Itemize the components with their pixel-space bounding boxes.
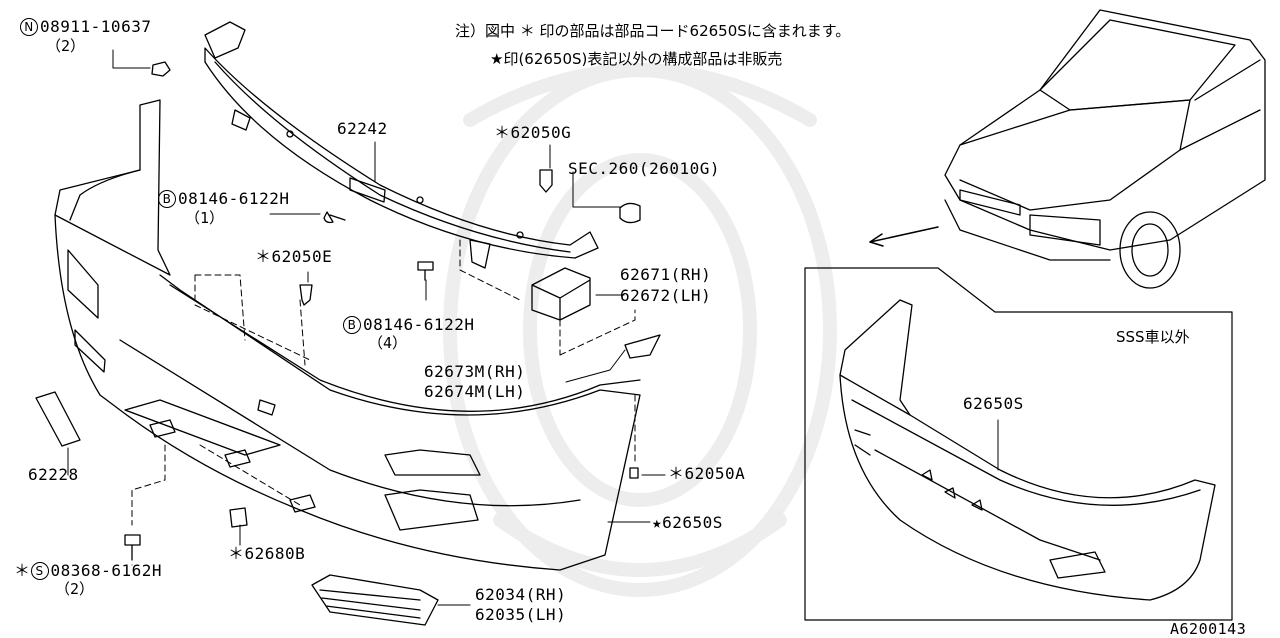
- part-label-62680b[interactable]: ＊62680B: [228, 544, 306, 563]
- grille-62034-62035: [311, 574, 439, 626]
- clip-icon: [299, 284, 313, 306]
- part-label-62050e[interactable]: ＊62050E: [255, 247, 333, 266]
- badge-b: B: [158, 190, 176, 208]
- note-line-2: ★印(62650S)表記以外の構成部品は非販売: [490, 50, 783, 68]
- bracket-icon: [624, 334, 661, 359]
- inset-frame: [804, 267, 1233, 621]
- bumper-reinforcement-62242: [204, 21, 599, 269]
- fog-cover-62228: [35, 391, 81, 447]
- part-number: 08146-6122H: [363, 315, 475, 334]
- part-label-62035[interactable]: 62035(LH): [475, 605, 567, 624]
- grommet-icon: [619, 202, 641, 224]
- part-label-62650s[interactable]: ★62650S: [652, 513, 723, 532]
- badge-s: S: [30, 562, 49, 580]
- inset-part-label[interactable]: 62650S: [963, 394, 1024, 413]
- part-label-62034[interactable]: 62034(RH): [475, 585, 567, 604]
- part-label-62673m[interactable]: 62673M(RH): [424, 362, 526, 381]
- part-label-62671[interactable]: 62671(RH): [620, 265, 712, 284]
- qty-label: （4）: [368, 334, 408, 352]
- watermark-emblem: [443, 63, 837, 597]
- qty-label: （2）: [46, 37, 86, 55]
- qty-label: （1）: [185, 209, 225, 227]
- car-illustration: [944, 9, 1266, 289]
- asterisk-mark: ＊: [14, 561, 31, 580]
- part-label-62050a[interactable]: ＊62050A: [668, 464, 746, 483]
- inset-bumper: [839, 299, 1216, 601]
- part-number: 08146-6122H: [178, 189, 290, 208]
- part-number: 08368-6162H: [50, 561, 162, 580]
- dashed-guides: [131, 239, 636, 526]
- part-label-62672[interactable]: 62672(LH): [620, 286, 712, 305]
- leader-lines: [67, 49, 666, 606]
- bracket-icon: [531, 267, 591, 321]
- note-line-1: 注）図中 ＊ 印の部品は部品コード62650Sに含まれます。: [455, 22, 851, 40]
- inset-title: SSS車以外: [1116, 328, 1190, 346]
- part-label-62050g[interactable]: ＊62050G: [494, 123, 572, 142]
- bolt-icon: [124, 534, 141, 561]
- bolt-icon: [629, 467, 639, 479]
- nut-icon: [151, 61, 171, 77]
- direction-arrow: [869, 226, 939, 243]
- part-label-62674m[interactable]: 62674M(LH): [424, 382, 526, 401]
- part-label-sec260[interactable]: SEC.260(26010G): [568, 159, 720, 178]
- part-label-62242[interactable]: 62242: [337, 119, 388, 138]
- badge-b: B: [343, 316, 361, 334]
- part-label-62228[interactable]: 62228: [28, 465, 79, 484]
- part-number: 08911-10637: [40, 17, 152, 36]
- bolt-icon: [417, 261, 434, 281]
- badge-n: N: [20, 18, 38, 36]
- front-bumper-62650S: [54, 99, 641, 571]
- qty-label: （2）: [55, 580, 95, 598]
- diagram-id: A6200143: [1170, 620, 1247, 638]
- clip-icon: [539, 169, 553, 193]
- bolt-icon: [323, 211, 346, 224]
- clip-icon: [229, 507, 248, 528]
